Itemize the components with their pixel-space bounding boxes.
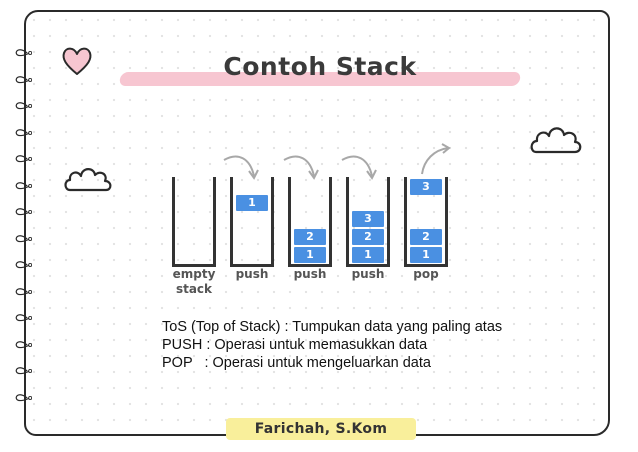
stack-container	[172, 177, 216, 267]
author-name: Farichah, S.Kom	[254, 421, 388, 437]
spiral-ring	[15, 208, 32, 216]
stack-block: 1	[294, 247, 326, 263]
push-arrow-icon	[283, 155, 319, 180]
spiral-ring	[15, 75, 32, 83]
spiral-ring	[15, 49, 32, 57]
stack-block: 1	[410, 247, 442, 263]
page-title: Contoh Stack	[223, 52, 417, 81]
spiral-ring	[15, 287, 32, 295]
stack-push-1: 1 push	[230, 150, 274, 300]
stack-label: push	[293, 267, 327, 281]
push-arrow-icon	[223, 155, 259, 180]
stack-label: pop	[413, 267, 439, 281]
stack-empty: empty stack	[172, 150, 216, 300]
stack-container: 1 2 3	[404, 177, 448, 267]
spiral-ring	[15, 340, 32, 348]
description-line: POP : Operasi untuk mengeluarkan data	[162, 355, 431, 371]
spiral-ring	[15, 102, 32, 110]
spiral-ring	[15, 155, 32, 163]
stack-label: push	[235, 267, 269, 281]
footer-block: Farichah, S.Kom	[226, 412, 416, 442]
title-block: Contoh Stack	[118, 52, 522, 86]
stack-container: 1 2 3	[346, 177, 390, 267]
popped-block: 3	[410, 179, 442, 195]
description: ToS (Top of Stack) : Tumpukan data yang …	[162, 318, 502, 372]
spiral-ring	[15, 393, 32, 401]
stack-container: 1	[230, 177, 274, 267]
spiral-ring	[15, 128, 32, 136]
heart-icon	[62, 47, 92, 75]
pop-arrow-icon	[421, 143, 451, 175]
stack-pop: 1 2 3 pop	[404, 150, 448, 300]
push-arrow-icon	[341, 155, 377, 180]
description-line: ToS (Top of Stack) : Tumpukan data yang …	[162, 319, 503, 335]
spiral-ring	[15, 261, 32, 269]
stack-push-2: 1 2 push	[288, 150, 332, 300]
footer-highlight	[226, 418, 416, 440]
spiral-ring	[15, 234, 32, 242]
stack-block: 2	[410, 229, 442, 245]
spiral-ring	[15, 181, 32, 189]
cloud-icon	[64, 168, 112, 192]
stack-push-3: 1 2 3 push	[346, 150, 390, 300]
stack-container: 1 2	[288, 177, 332, 267]
stack-diagram: empty stack 1 push 1 2 push 1 2 3 push 1…	[160, 143, 460, 300]
stack-label: empty stack	[172, 267, 216, 296]
stack-block: 2	[352, 229, 384, 245]
stack-label: push	[351, 267, 385, 281]
stack-block: 2	[294, 229, 326, 245]
description-line: PUSH : Operasi untuk memasukkan data	[162, 337, 428, 353]
stack-block: 3	[352, 211, 384, 227]
stack-block: 1	[236, 195, 268, 211]
stack-block: 1	[352, 247, 384, 263]
spiral-ring	[15, 367, 32, 375]
cloud-icon	[530, 127, 582, 154]
spiral-ring	[15, 314, 32, 322]
